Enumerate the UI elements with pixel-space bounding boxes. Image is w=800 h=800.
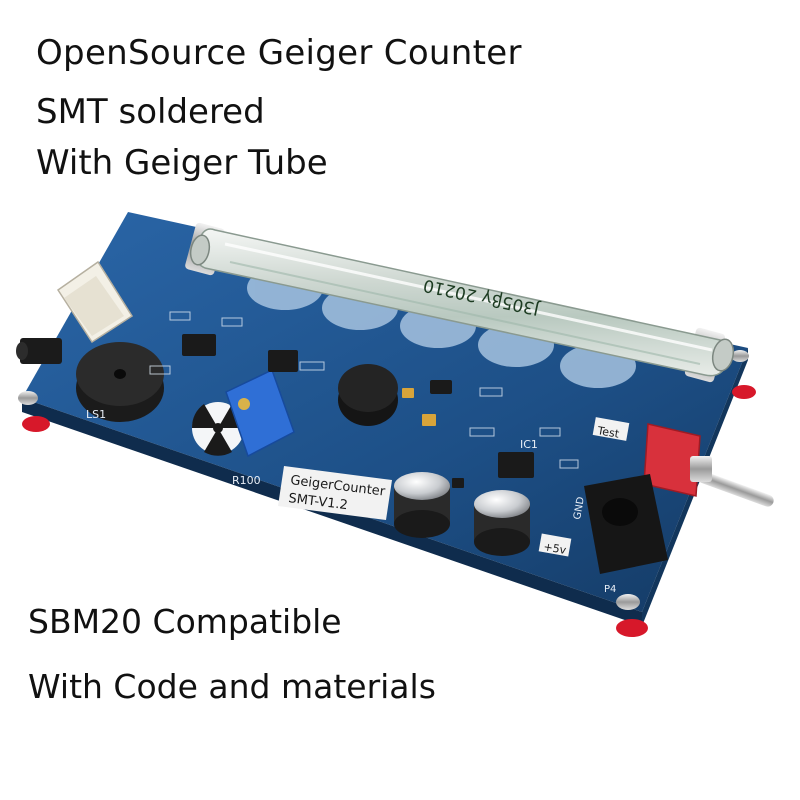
caption-title: OpenSource Geiger Counter <box>36 33 522 73</box>
dc-power-jack <box>584 474 668 574</box>
test-label: Test <box>595 424 620 441</box>
power-label-box: +5v <box>538 533 572 557</box>
trimmer-potentiometer <box>225 368 295 458</box>
geiger-counter-board-photo: J305βγ 20210 R100 LS1 GeigerCounter SMT-… <box>16 212 774 637</box>
model-label: GeigerCounter SMT-V1.2 <box>278 466 392 520</box>
caption-with-tube: With Geiger Tube <box>36 143 328 183</box>
headphone-jack <box>16 338 62 364</box>
silkscreen-marks <box>149 311 579 469</box>
caption-sbm20: SBM20 Compatible <box>28 602 342 641</box>
electrolytic-capacitors <box>394 472 530 556</box>
model-line-2: SMT-V1.2 <box>288 491 349 513</box>
caption-code-materials: With Code and materials <box>28 667 436 706</box>
smd-components <box>182 334 534 488</box>
inductor <box>338 364 398 426</box>
speaker-ref: LS1 <box>86 408 106 421</box>
gnd-label: GND <box>572 496 587 521</box>
toggle-switch <box>643 423 774 507</box>
caption-smt-soldered: SMT soldered <box>36 92 265 132</box>
standoffs <box>18 350 756 637</box>
power-label: +5v <box>542 540 567 557</box>
switch-ref: P4 <box>604 584 616 595</box>
ic-ref: IC1 <box>520 438 538 451</box>
connector-header <box>56 260 134 344</box>
test-label-box: Test <box>592 417 630 441</box>
buzzer <box>76 342 164 422</box>
trimmer-ref: R100 <box>232 474 261 487</box>
